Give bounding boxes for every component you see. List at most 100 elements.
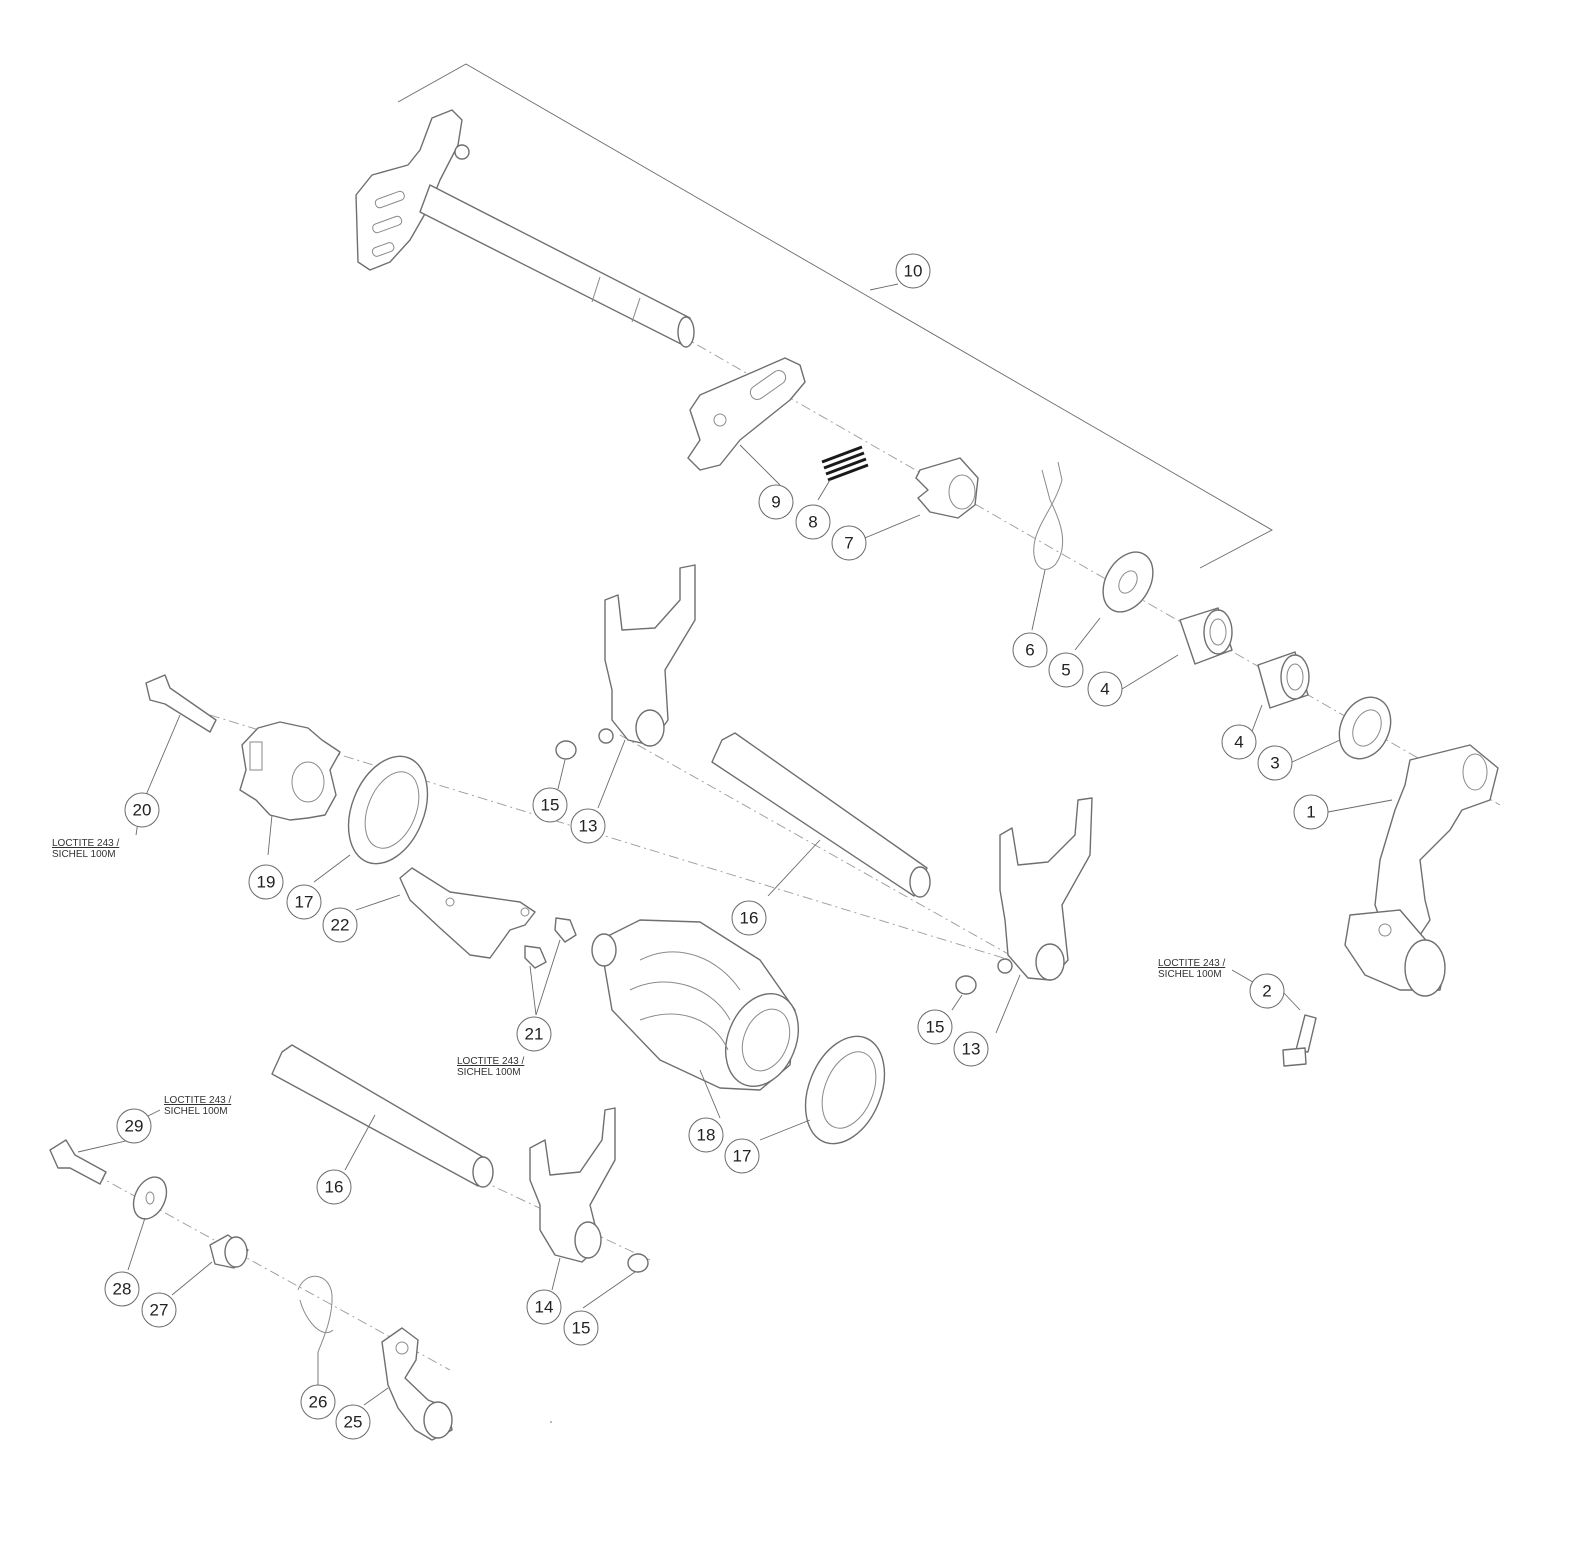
callout-14[interactable]: 14 xyxy=(526,1289,562,1325)
pin-bushing-15c xyxy=(627,1253,649,1273)
callout-5[interactable]: 5 xyxy=(1048,652,1084,688)
shift-fork-13b xyxy=(997,797,1093,981)
svg-text:15: 15 xyxy=(926,1018,945,1037)
callout-25[interactable]: 25 xyxy=(335,1404,371,1440)
svg-text:4: 4 xyxy=(1100,680,1109,699)
svg-text:LOCTITE 243 /: LOCTITE 243 / xyxy=(164,1095,231,1106)
retaining-plate-22 xyxy=(399,867,536,959)
svg-text:19: 19 xyxy=(257,873,276,892)
assembly-bracket-line xyxy=(397,63,1273,569)
svg-text:4: 4 xyxy=(1234,733,1243,752)
svg-text:SICHEL 100M: SICHEL 100M xyxy=(1158,969,1222,980)
svg-text:7: 7 xyxy=(844,534,853,553)
svg-text:13: 13 xyxy=(962,1040,981,1059)
roller-27 xyxy=(209,1234,249,1269)
seal-3 xyxy=(1338,696,1392,760)
screw-21a xyxy=(554,917,577,943)
fork-shaft-16a xyxy=(711,732,931,898)
svg-text:LOCTITE 243 /: LOCTITE 243 / xyxy=(1158,958,1225,969)
star-wheel-19 xyxy=(239,721,341,821)
callout-15b[interactable]: 15 xyxy=(917,1009,953,1045)
callout-22[interactable]: 22 xyxy=(322,907,358,943)
shift-plate xyxy=(687,357,806,471)
callout-28[interactable]: 28 xyxy=(104,1271,140,1307)
fork-shaft-16b xyxy=(271,1044,494,1188)
svg-text:27: 27 xyxy=(150,1301,169,1320)
svg-text:LOCTITE 243 /: LOCTITE 243 / xyxy=(52,838,119,849)
callouts: 1 2 3 4 4 5 6 7 8 9 10 13 13 14 15 15 15… xyxy=(104,253,1329,1440)
svg-text:29: 29 xyxy=(125,1117,144,1136)
callout-4a[interactable]: 4 xyxy=(1087,671,1123,707)
svg-text:10: 10 xyxy=(904,262,923,281)
svg-text:17: 17 xyxy=(733,1147,752,1166)
svg-text:15: 15 xyxy=(572,1319,591,1338)
callout-18[interactable]: 18 xyxy=(688,1117,724,1153)
callout-7[interactable]: 7 xyxy=(831,525,867,561)
svg-text:20: 20 xyxy=(133,801,152,820)
callout-1[interactable]: 1 xyxy=(1293,794,1329,830)
callout-2[interactable]: 2 xyxy=(1249,973,1285,1009)
pin-bushing-15a xyxy=(555,740,577,760)
callout-9[interactable]: 9 xyxy=(758,484,794,520)
svg-text:SICHEL 100M: SICHEL 100M xyxy=(164,1106,228,1117)
svg-text:1: 1 xyxy=(1306,803,1315,822)
note-loctite-20: LOCTITE 243 / SICHEL 100M xyxy=(52,838,119,860)
svg-text:6: 6 xyxy=(1025,641,1034,660)
bolt-20 xyxy=(145,674,217,733)
shift-drum-18 xyxy=(591,919,799,1091)
callout-27[interactable]: 27 xyxy=(141,1292,177,1328)
callout-29[interactable]: 29 xyxy=(116,1108,152,1144)
return-spring-clip xyxy=(1033,461,1064,570)
callout-10[interactable]: 10 xyxy=(895,253,931,289)
svg-text:3: 3 xyxy=(1270,754,1279,773)
svg-text:9: 9 xyxy=(771,493,780,512)
svg-text:SICHEL 100M: SICHEL 100M xyxy=(52,849,116,860)
svg-text:25: 25 xyxy=(344,1413,363,1432)
svg-text:8: 8 xyxy=(808,513,817,532)
svg-text:16: 16 xyxy=(325,1178,344,1197)
callout-16b[interactable]: 16 xyxy=(316,1169,352,1205)
screw-21b xyxy=(524,945,547,969)
callout-13a[interactable]: 13 xyxy=(570,808,606,844)
callout-16a[interactable]: 16 xyxy=(731,900,767,936)
svg-text:28: 28 xyxy=(113,1280,132,1299)
bearing-17a xyxy=(347,755,429,865)
callout-17a[interactable]: 17 xyxy=(286,884,322,920)
callout-8[interactable]: 8 xyxy=(795,504,831,540)
svg-text:5: 5 xyxy=(1061,661,1070,680)
callout-4b[interactable]: 4 xyxy=(1221,724,1257,760)
svg-text:18: 18 xyxy=(697,1126,716,1145)
leader-lines xyxy=(77,283,1393,1423)
callout-15a[interactable]: 15 xyxy=(532,787,568,823)
callout-21[interactable]: 21 xyxy=(516,1016,552,1052)
svg-text:17: 17 xyxy=(295,893,314,912)
callout-13b[interactable]: 13 xyxy=(953,1031,989,1067)
svg-text:13: 13 xyxy=(579,817,598,836)
bearing-17b xyxy=(804,1035,886,1145)
shift-fork-13a xyxy=(598,564,696,747)
callout-15c[interactable]: 15 xyxy=(563,1310,599,1346)
svg-text:2: 2 xyxy=(1262,982,1271,1001)
svg-text:26: 26 xyxy=(309,1393,328,1412)
selector-lever-25 xyxy=(381,1327,453,1441)
washer-5 xyxy=(1102,551,1154,613)
shift-fork-14 xyxy=(529,1107,616,1263)
callout-19[interactable]: 19 xyxy=(248,864,284,900)
bolt-2 xyxy=(1282,1014,1317,1067)
washer-28 xyxy=(132,1176,168,1220)
shift-shaft-assembly xyxy=(355,109,695,348)
note-loctite-29: LOCTITE 243 / SICHEL 100M xyxy=(164,1095,231,1117)
spring-26 xyxy=(297,1275,334,1353)
svg-text:21: 21 xyxy=(525,1025,544,1044)
callout-17b[interactable]: 17 xyxy=(724,1138,760,1174)
note-loctite-2: LOCTITE 243 / SICHEL 100M xyxy=(1158,958,1225,980)
callout-20[interactable]: 20 xyxy=(124,792,160,828)
callout-6[interactable]: 6 xyxy=(1012,632,1048,668)
svg-text:15: 15 xyxy=(541,796,560,815)
bushing-4b xyxy=(1257,651,1310,709)
callout-26[interactable]: 26 xyxy=(300,1384,336,1420)
note-loctite-21: LOCTITE 243 / SICHEL 100M xyxy=(457,1056,524,1078)
callout-3[interactable]: 3 xyxy=(1257,745,1293,781)
svg-text:SICHEL 100M: SICHEL 100M xyxy=(457,1067,521,1078)
